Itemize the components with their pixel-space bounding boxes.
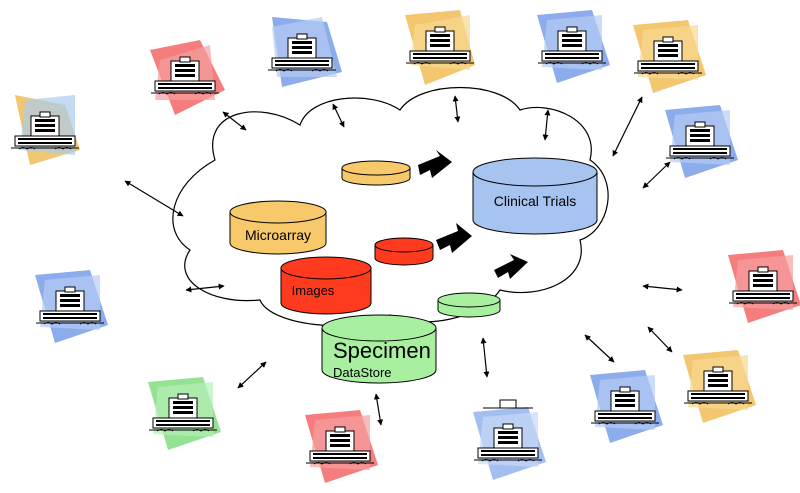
flow-arrows <box>418 150 528 279</box>
hospital-icon <box>267 17 342 87</box>
connection-arrows <box>124 95 683 426</box>
hospital-icon <box>473 399 546 480</box>
hospital-icon <box>148 377 221 450</box>
small-green-db <box>437 292 501 318</box>
datastore-label: DataStore <box>333 365 392 380</box>
hospital-icon <box>683 350 756 423</box>
hospital-icon <box>405 10 475 85</box>
hospital-icon <box>35 270 108 343</box>
specimen-datastore-db: Specimen DataStore <box>321 314 437 384</box>
hospital-icon <box>728 250 800 323</box>
small-red-db <box>374 237 434 266</box>
specimen-label: Specimen <box>333 338 431 363</box>
microarray-label: Microarray <box>245 227 311 243</box>
microarray-db: Microarray <box>229 200 327 255</box>
hospital-icon <box>150 40 225 115</box>
clinical-trials-db: Clinical Trials <box>472 157 598 235</box>
hospital-icon <box>633 20 706 93</box>
hospital-icon <box>537 10 610 83</box>
hospital-icon <box>10 95 80 165</box>
hospitals <box>10 10 800 483</box>
images-db: Images <box>280 256 372 315</box>
hospital-icon <box>665 105 738 178</box>
images-label: Images <box>292 283 335 298</box>
hospital-icon <box>590 370 663 443</box>
clinical-trials-label: Clinical Trials <box>494 193 576 209</box>
small-yellow-db <box>341 160 411 186</box>
hospital-icon <box>305 410 378 483</box>
